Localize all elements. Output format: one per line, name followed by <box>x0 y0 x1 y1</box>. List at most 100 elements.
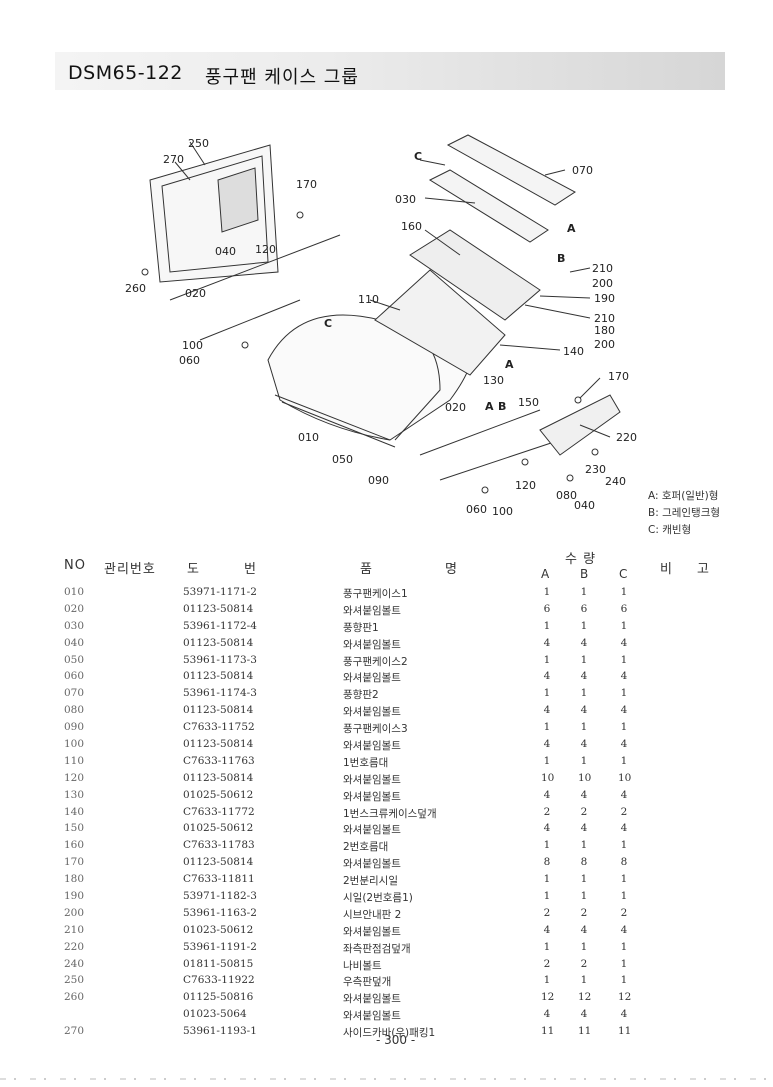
row-qty-c: 4 <box>620 704 628 717</box>
exploded-parts-diagram: 250 270 170 C 070 030 160 A B 210 200 19… <box>125 134 637 518</box>
row-qty-c: 8 <box>620 856 628 869</box>
row-part-name: 와셔붙임볼트 <box>343 993 401 1006</box>
row-qty-a: 6 <box>543 602 551 615</box>
row-qty-b: 4 <box>580 704 588 717</box>
row-qty-b: 4 <box>580 788 588 801</box>
row-qty-b: 6 <box>580 602 588 615</box>
label-200b: 200 <box>594 338 615 351</box>
row-qty-c: 4 <box>620 670 628 683</box>
row-qty-c: 1 <box>620 687 628 700</box>
row-qty-c: 1 <box>620 754 628 767</box>
row-part-name: 와셔붙임볼트 <box>343 790 401 803</box>
label-050: 050 <box>332 453 353 466</box>
row-no: 060 <box>64 670 85 683</box>
row-part-name: 사이드카바(우)패킹1 <box>343 1027 436 1040</box>
row-qty-b: 1 <box>580 873 588 886</box>
label-A2: A <box>505 358 514 371</box>
row-no: 090 <box>64 721 85 734</box>
row-qty-b: 4 <box>580 670 588 683</box>
row-drawing-number: 01123-50814 <box>183 738 254 751</box>
row-qty-c: 1 <box>620 940 628 953</box>
row-qty-a: 1 <box>543 619 551 632</box>
row-part-name: 풍향판1 <box>343 621 379 634</box>
row-drawing-number: 53971-1182-3 <box>183 890 257 903</box>
label-040: 040 <box>215 245 236 258</box>
label-170b: 170 <box>608 370 629 383</box>
row-no: 130 <box>64 788 85 801</box>
label-190: 190 <box>594 292 615 305</box>
label-060b: 060 <box>466 503 487 516</box>
row-no: 100 <box>64 738 85 751</box>
label-110: 110 <box>358 293 379 306</box>
row-qty-b: 2 <box>580 805 588 818</box>
row-qty-b: 1 <box>580 940 588 953</box>
wind-plate-070 <box>446 134 576 206</box>
row-part-name: 풍구팬케이스1 <box>343 588 408 600</box>
label-220: 220 <box>616 431 637 444</box>
header-qty-b: B <box>580 567 589 581</box>
row-no: 050 <box>64 653 85 666</box>
row-part-name: 와셔붙임볼트 <box>343 1010 401 1023</box>
row-qty-c: 11 <box>618 1025 632 1038</box>
legend-a: A: 호퍼(일반)형 <box>648 490 719 502</box>
row-qty-a: 4 <box>543 704 551 717</box>
row-qty-b: 1 <box>580 619 588 632</box>
row-qty-a: 8 <box>543 856 551 869</box>
row-qty-b: 8 <box>580 856 588 869</box>
row-qty-c: 10 <box>618 771 632 784</box>
row-qty-a: 2 <box>543 957 551 970</box>
row-qty-b: 1 <box>580 754 588 767</box>
label-090: 090 <box>368 474 389 487</box>
row-drawing-number: 01123-50814 <box>183 636 254 649</box>
row-qty-a: 2 <box>543 906 551 919</box>
drawing-code: DSM65-122 <box>68 62 183 84</box>
label-210a: 210 <box>592 262 613 275</box>
label-260: 260 <box>125 282 146 295</box>
row-part-name: 와셔붙임볼트 <box>343 638 401 651</box>
page-number: - 300 - <box>376 1033 416 1047</box>
row-drawing-number: C7633-11922 <box>183 974 255 987</box>
row-qty-a: 4 <box>543 1008 551 1021</box>
row-drawing-number: 01123-50814 <box>183 771 254 784</box>
row-drawing-number: C7633-11783 <box>183 839 255 852</box>
label-230: 230 <box>585 463 606 476</box>
row-qty-c: 4 <box>620 923 628 936</box>
row-qty-a: 1 <box>543 586 551 598</box>
row-drawing-number: 01123-50814 <box>183 856 254 869</box>
row-qty-c: 1 <box>620 974 628 987</box>
row-qty-b: 4 <box>580 738 588 751</box>
header-mgmt: 관리번호 <box>104 562 156 577</box>
label-140: 140 <box>563 345 584 358</box>
row-qty-c: 4 <box>620 822 628 835</box>
row-drawing-number: 53961-1191-2 <box>183 940 257 953</box>
row-drawing-number: C7633-11752 <box>183 721 255 734</box>
label-C1: C <box>414 150 422 163</box>
row-qty-b: 4 <box>580 636 588 649</box>
label-100b: 100 <box>492 505 513 518</box>
row-drawing-number: 01025-50612 <box>183 788 254 801</box>
label-060a: 060 <box>179 354 200 367</box>
row-drawing-number: 53961-1193-1 <box>183 1025 257 1038</box>
row-no: 030 <box>64 619 85 632</box>
chute-plate-110 <box>374 269 506 376</box>
row-qty-c: 1 <box>620 957 628 970</box>
row-qty-b: 4 <box>580 923 588 936</box>
row-qty-a: 4 <box>543 788 551 801</box>
row-part-name: 2번분리시일 <box>343 875 398 888</box>
row-part-name: 1번스크류케이스덮개 <box>343 807 437 820</box>
row-no: 210 <box>64 923 85 936</box>
row-qty-c: 4 <box>620 1008 628 1021</box>
row-qty-c: 4 <box>620 788 628 801</box>
header-qty: 수 량 <box>565 552 597 567</box>
row-qty-b: 1 <box>580 974 588 987</box>
row-qty-a: 10 <box>541 771 555 784</box>
label-A1: A <box>567 222 576 235</box>
